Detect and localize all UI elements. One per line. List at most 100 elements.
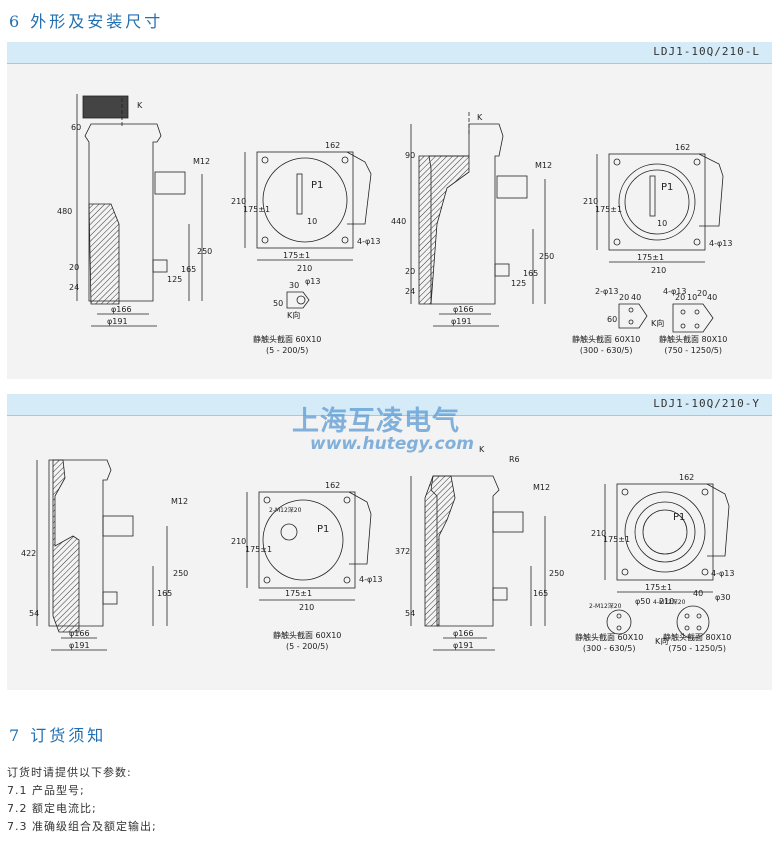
dim-165-l1: 165 (181, 265, 196, 274)
dim-210-l2h: 210 (651, 266, 666, 275)
dim-24-l1: 24 (69, 283, 79, 292)
dim-210-y1h: 210 (299, 603, 314, 612)
dim-40-y: 40 (693, 589, 703, 598)
k-view-detail-2 (618, 303, 648, 329)
transformer-side-view-2 (410, 112, 546, 327)
dim-90: 90 (405, 151, 415, 160)
dim-162-y2: 162 (679, 473, 694, 482)
label-m12-y1: M12 (171, 497, 188, 506)
panel-header-y: LDJ1-10Q/210-Y (7, 394, 772, 416)
model-label-y: LDJ1-10Q/210-Y (653, 397, 760, 410)
section-7-title: 7 订货须知 (9, 726, 107, 745)
dim-phi191-l2: φ191 (451, 317, 472, 326)
order-item-3: 7.3 准确级组合及额定输出; (7, 820, 157, 833)
drawing-panel-l: LDJ1-10Q/210-L (7, 42, 772, 379)
label-p1-y1: P1 (317, 524, 329, 535)
dim-20-k3a: 20 (675, 293, 685, 302)
dim-162-l2: 162 (675, 143, 690, 152)
label-4m12: 4-M12深20 (653, 598, 686, 606)
caption-l1: 静触头截面 60X10 (5 - 200/5) (253, 334, 321, 356)
flange-top-view-3 (246, 491, 372, 601)
dim-54-y1: 54 (29, 609, 39, 618)
caption-y3-line2: (750 - 1250/5) (668, 644, 727, 653)
dim-125-l1: 125 (167, 275, 182, 284)
order-item-2: 7.2 额定电流比; (7, 802, 97, 815)
caption-y2-line2: (300 - 630/5) (582, 644, 636, 653)
caption-l3-line2: (750 - 1250/5) (664, 346, 723, 355)
dim-480: 480 (57, 207, 72, 216)
dim-phi166-y2: φ166 (453, 629, 474, 638)
label-p1-y2: P1 (673, 512, 685, 523)
dim-phi30: φ30 (715, 593, 730, 602)
label-2m12-y1: 2-M12深20 (269, 506, 302, 514)
watermark-url: www.hutegy.com (310, 434, 474, 454)
order-item-1: 7.1 产品型号; (7, 784, 85, 797)
dim-250-y2: 250 (549, 569, 564, 578)
label-4phi13-l1: 4-φ13 (357, 237, 380, 246)
label-r6: R6 (509, 455, 520, 464)
dim-210-y1v: 210 (231, 537, 246, 546)
k-view-detail-5 (676, 605, 710, 639)
flange-top-view-2 (596, 153, 724, 263)
label-4phi13-y1: 4-φ13 (359, 575, 382, 584)
dim-175-y2h: 175±1 (645, 583, 672, 592)
transformer-side-view-3 (36, 459, 168, 651)
transformer-side-view-1 (76, 94, 203, 327)
caption-l3-line1: 静触头截面 80X10 (659, 335, 728, 344)
dim-10-l1: 10 (307, 217, 317, 226)
caption-y2: 静触头截面 60X10 (300 - 630/5) (575, 632, 643, 654)
dim-60-l: 60 (71, 123, 81, 132)
watermark-name: 上海互凌电气 (292, 406, 460, 437)
k-view-detail-4 (606, 609, 632, 635)
label-k-l2: K (477, 113, 483, 122)
dim-250-y1: 250 (173, 569, 188, 578)
dim-175-y1v: 175±1 (245, 545, 272, 554)
dim-162-y1: 162 (325, 481, 340, 490)
caption-y2-line1: 静触头截面 60X10 (575, 633, 644, 642)
dim-20-k3b: 20 (697, 289, 707, 298)
flange-top-view-4 (604, 483, 730, 593)
dim-30-k1: 30 (289, 281, 299, 290)
caption-y1: 静触头截面 60X10 (5 - 200/5) (273, 630, 341, 652)
dim-165-y1: 165 (157, 589, 172, 598)
dim-10-k3: 10 (687, 293, 697, 302)
outline-drawing-y: 422 54 250 165 φ166 φ191 162 210 175±1 1… (21, 445, 734, 651)
dim-50-k1: 50 (273, 299, 283, 308)
dim-phi50: φ50 (635, 597, 650, 606)
dim-10-l2: 10 (657, 219, 667, 228)
drawing-panel-y: LDJ1-10Q/210-Y (7, 394, 772, 690)
dim-372: 372 (395, 547, 410, 556)
label-k-view-y: K向 (655, 636, 668, 646)
caption-y3: 静触头截面 80X10 (750 - 1250/5) (663, 632, 731, 654)
section-6-title: 6 外形及安装尺寸 (9, 12, 164, 31)
dim-phi166-l2: φ166 (453, 305, 474, 314)
caption-l1-line1: 静触头截面 60X10 (253, 335, 322, 344)
k-view-detail-1 (286, 291, 310, 309)
dim-phi166-y1: φ166 (69, 629, 90, 638)
label-2phi13: 2-φ13 (595, 287, 618, 296)
dim-175-l1h: 175±1 (283, 251, 310, 260)
caption-l2-line2: (300 - 630/5) (579, 346, 633, 355)
flange-top-view-1 (244, 151, 372, 261)
dim-175-y2v: 175±1 (603, 535, 630, 544)
label-k-view-l2: K向 (651, 318, 664, 328)
dim-210-y2v: 210 (591, 529, 606, 538)
dim-125-l2: 125 (511, 279, 526, 288)
label-k-l1: K (137, 101, 143, 110)
dim-175-l2v: 175±1 (595, 205, 622, 214)
k-view-detail-3 (672, 303, 714, 333)
dim-175-l2h: 175±1 (637, 253, 664, 262)
dim-60-k2: 60 (607, 315, 617, 324)
caption-y3-line1: 静触头截面 80X10 (663, 633, 732, 642)
dim-210-l1h: 210 (297, 264, 312, 273)
label-m12-l1: M12 (193, 157, 210, 166)
dim-40-k3: 40 (707, 293, 717, 302)
dim-24-l2: 24 (405, 287, 415, 296)
label-m12-y2: M12 (533, 483, 550, 492)
order-intro: 订货时请提供以下参数: (7, 766, 132, 779)
dim-phi166-l1: φ166 (111, 305, 132, 314)
dim-54-y2: 54 (405, 609, 415, 618)
dim-250-l1: 250 (197, 247, 212, 256)
caption-y1-line1: 静触头截面 60X10 (273, 631, 342, 640)
dim-phi191-l1: φ191 (107, 317, 128, 326)
